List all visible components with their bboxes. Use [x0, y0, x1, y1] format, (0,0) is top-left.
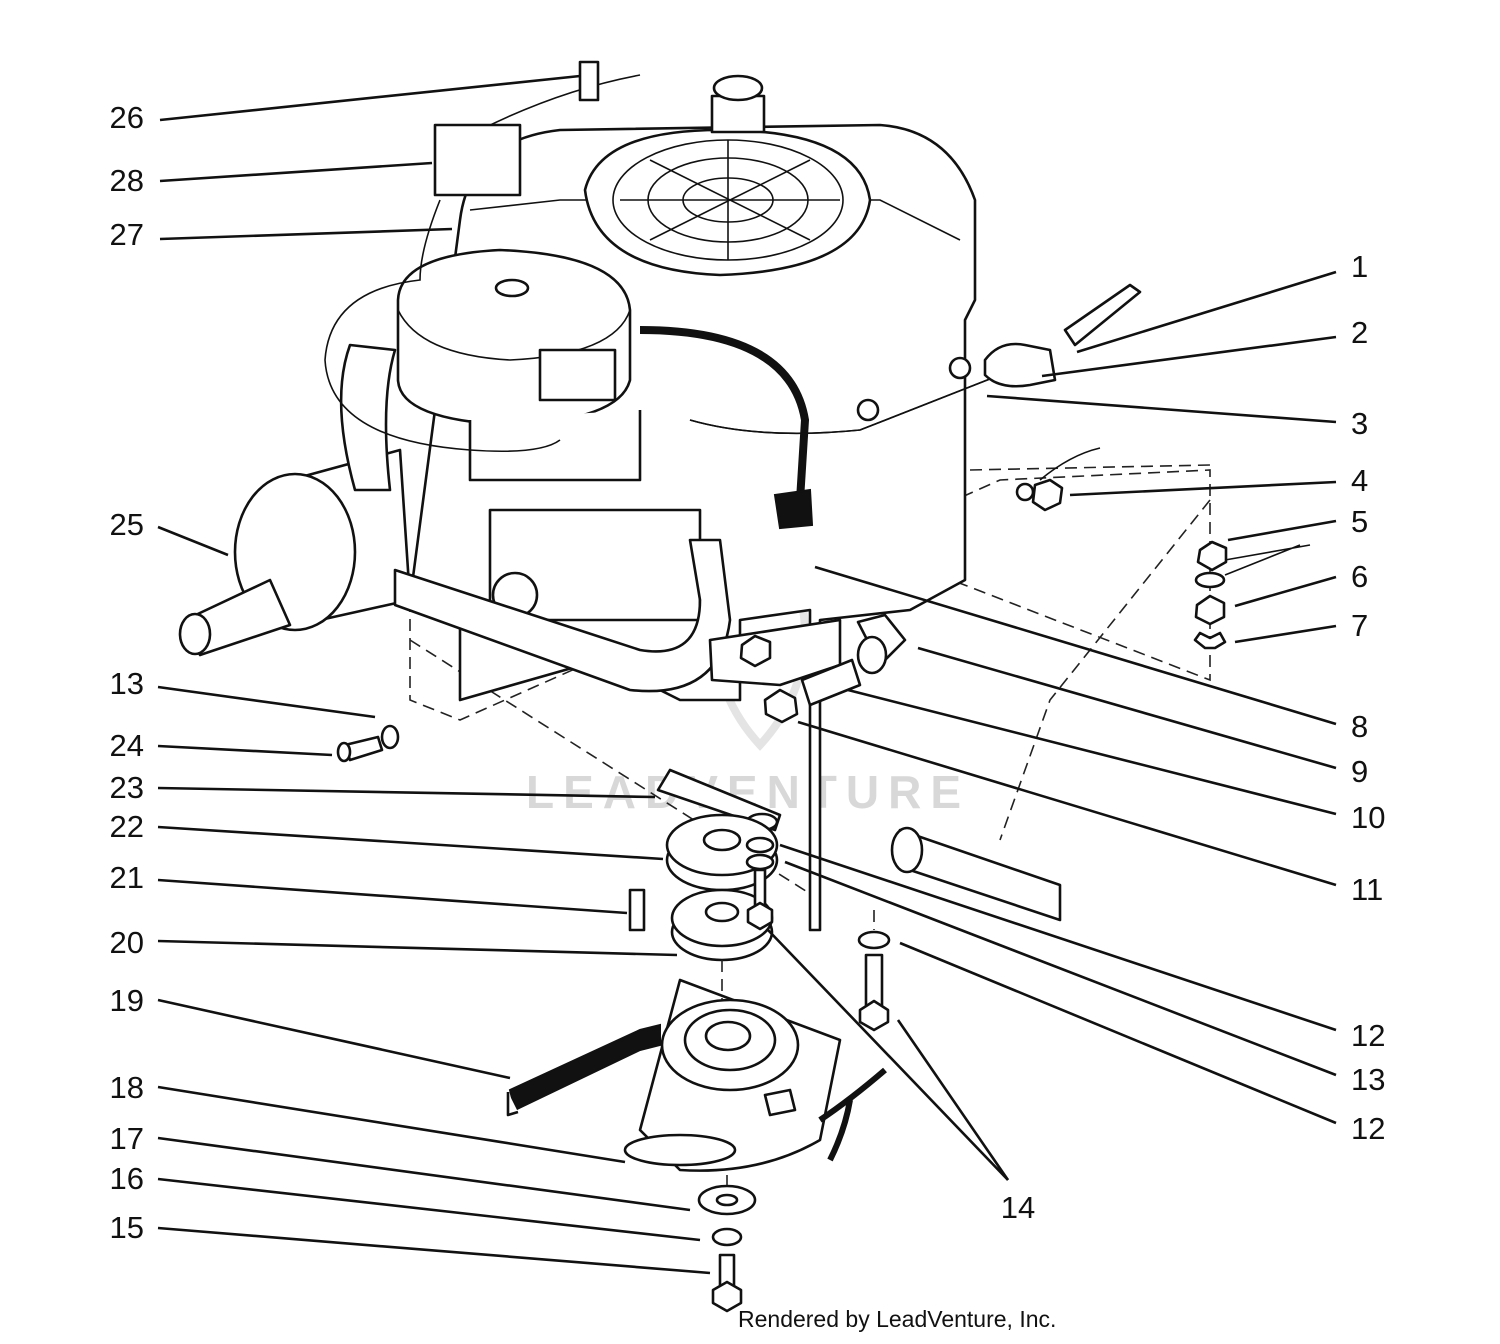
label-2: 2: [1351, 315, 1368, 350]
engine-decal-28: [433, 123, 522, 197]
label-14: 14: [1001, 1190, 1035, 1225]
label-5: 5: [1351, 504, 1368, 539]
leader-11: [797, 720, 1337, 887]
oil-fill-tube: [710, 94, 766, 134]
pto-bolt-stack: [745, 836, 775, 931]
leader-9: [917, 646, 1337, 770]
label-15: 15: [110, 1210, 144, 1245]
drain-extension: [890, 826, 1062, 922]
leader-14a: [767, 929, 1009, 1181]
fuel-filter: [983, 342, 1057, 388]
label-22: 22: [110, 809, 144, 844]
leader-25: [157, 525, 229, 557]
leader-1: [1076, 270, 1337, 354]
label-4: 4: [1351, 463, 1368, 498]
cable-clamp: [578, 60, 600, 102]
label-17: 17: [110, 1121, 144, 1156]
leader-23: [157, 786, 656, 799]
muffler-assembly: [178, 343, 732, 693]
pipe-nipple: [800, 658, 862, 707]
right-hardware: [1015, 447, 1311, 650]
leader-22: [157, 825, 664, 861]
spark-plug-wire: [639, 326, 814, 530]
lower-pulley-20: [670, 888, 774, 962]
leader-20: [157, 939, 678, 957]
label-9: 9: [1351, 754, 1368, 789]
label-24: 24: [110, 728, 144, 763]
label-20: 20: [110, 925, 144, 960]
leader-24: [157, 744, 333, 757]
label-18: 18: [110, 1070, 144, 1105]
leader-8: [814, 565, 1337, 726]
label-11: 11: [1351, 872, 1383, 907]
air-cleaner-knob: [494, 278, 530, 298]
leader-21: [157, 878, 628, 915]
label-1: 1: [1351, 249, 1368, 284]
leader-2: [1041, 335, 1337, 378]
leader-18: [157, 1085, 626, 1164]
air-cleaner-assembly: [396, 248, 702, 622]
leader-3: [986, 394, 1337, 424]
leader-27: [159, 227, 453, 241]
label-27: 27: [110, 217, 144, 252]
label-26: 26: [110, 100, 144, 135]
leader-lines: [157, 74, 1337, 1275]
center-lines: [721, 910, 875, 1185]
label-3: 3: [1351, 406, 1368, 441]
bolt-and-washer-right: [857, 930, 891, 1032]
label-16: 16: [110, 1161, 144, 1196]
leader-12b: [899, 941, 1337, 1125]
clutch-mount-hardware: [697, 1184, 757, 1313]
pto-clutch-18: [623, 978, 887, 1172]
leader-7: [1234, 624, 1337, 644]
fuel-hose: [1063, 283, 1142, 347]
label-8: 8: [1351, 709, 1368, 744]
leader-6: [1234, 575, 1337, 608]
label-13-left: 13: [110, 666, 144, 701]
label-19: 19: [110, 983, 144, 1018]
label-6: 6: [1351, 559, 1368, 594]
label-13-right: 13: [1351, 1062, 1385, 1097]
oil-drain-fittings: [708, 613, 907, 724]
leader-15: [157, 1226, 711, 1275]
belt-19: [506, 1023, 661, 1117]
label-12-lower: 12: [1351, 1111, 1385, 1146]
exhaust-tube: [393, 538, 732, 693]
label-25: 25: [110, 507, 144, 542]
label-7: 7: [1351, 608, 1368, 643]
leader-19: [157, 998, 511, 1080]
callout-labels: 26 28 27 25 13 24 23 22 21 20 19 18 17 1…: [110, 100, 1386, 1245]
bolt-and-washer-left: [336, 724, 400, 763]
leader-13b: [784, 860, 1337, 1077]
leader-26: [159, 74, 581, 122]
oil-dipstick-cap: [712, 74, 764, 102]
clutch-connector: [763, 1088, 797, 1117]
starter-grille: [612, 139, 844, 261]
leader-12a: [779, 843, 1337, 1032]
leader-16: [157, 1177, 701, 1242]
label-10: 10: [1351, 800, 1385, 835]
label-28: 28: [110, 163, 144, 198]
fuel-line: [689, 283, 1142, 435]
leader-17: [157, 1136, 691, 1212]
leader-5: [1227, 519, 1337, 542]
throttle-cable: [324, 60, 641, 453]
label-23: 23: [110, 770, 144, 805]
leader-4: [1069, 480, 1337, 497]
leader-10: [847, 688, 1337, 816]
leader-13a: [157, 685, 376, 719]
label-12-upper: 12: [1351, 1018, 1385, 1053]
leader-14b: [896, 1019, 1010, 1181]
label-21: 21: [110, 860, 144, 895]
key-21: [628, 888, 646, 932]
render-credit: Rendered by LeadVenture, Inc.: [738, 1306, 1057, 1332]
air-cleaner-decal: [538, 348, 617, 402]
drain-plug: [763, 688, 799, 724]
exhaust-pipe: [339, 343, 397, 492]
leader-28: [159, 161, 433, 183]
